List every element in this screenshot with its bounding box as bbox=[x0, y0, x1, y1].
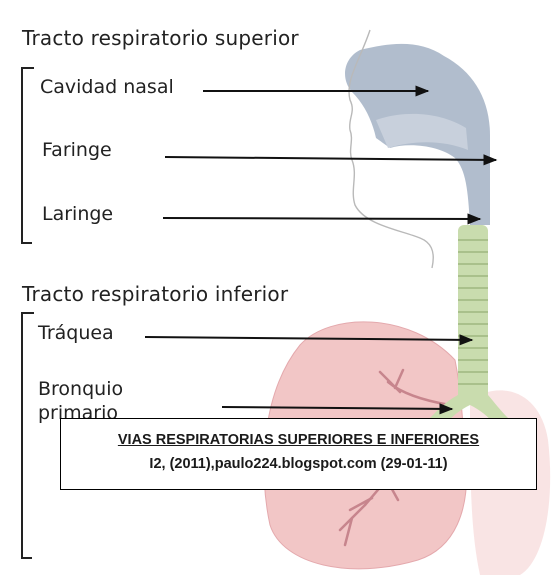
upper-tract-bracket bbox=[21, 67, 34, 244]
trachea-rings bbox=[458, 239, 488, 385]
label-faringe: Faringe bbox=[42, 139, 112, 161]
trachea-shape bbox=[458, 225, 488, 403]
head-outline bbox=[348, 29, 434, 269]
caption-title: VIAS RESPIRATORIAS SUPERIORES E INFERIOR… bbox=[117, 432, 480, 448]
label-traquea: Tráquea bbox=[38, 322, 114, 344]
oral-cavity-shape bbox=[376, 113, 468, 150]
lower-tract-bracket bbox=[21, 312, 34, 559]
arrow-laringe bbox=[162, 213, 482, 225]
arrow-bronquio bbox=[221, 403, 454, 415]
upper-tract-title: Tracto respiratorio superior bbox=[22, 26, 299, 50]
lower-tract-title: Tracto respiratorio inferior bbox=[22, 282, 289, 306]
arrow-traquea bbox=[144, 334, 474, 346]
label-laringe: Laringe bbox=[42, 203, 114, 225]
label-bronquio: Bronquio bbox=[38, 378, 124, 400]
caption-box: VIAS RESPIRATORIAS SUPERIORES E INFERIOR… bbox=[60, 418, 537, 490]
label-cavidad-nasal: Cavidad nasal bbox=[40, 76, 174, 98]
caption-source: I2, (2011),paulo224.blogspot.com (29-01-… bbox=[149, 456, 448, 472]
arrow-faringe bbox=[164, 154, 498, 166]
